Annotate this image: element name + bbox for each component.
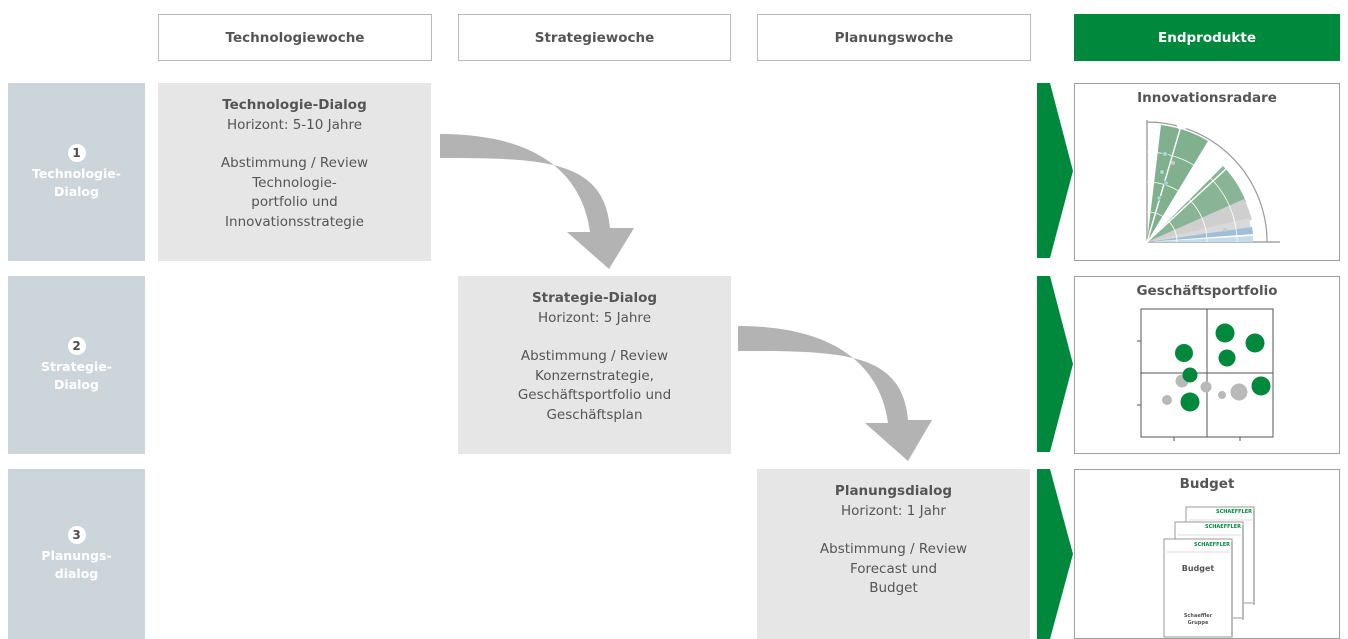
green-chevron-1	[1037, 83, 1073, 258]
header-planungswoche: Planungswoche	[757, 14, 1031, 61]
doc-title: Budget	[1181, 564, 1215, 573]
product-geschaeftsportfolio: Geschäftsportfolio	[1074, 276, 1340, 454]
row-label-line: Planungs-	[41, 547, 112, 563]
header-strategiewoche: Strategiewoche	[458, 14, 731, 61]
dialog-line: Geschäftsplan	[546, 406, 643, 423]
strategie-dialog-box: Strategie-Dialog Horizont: 5 Jahre Absti…	[458, 276, 731, 454]
row-number-badge: 3	[67, 525, 86, 544]
curved-arrow-strategy-to-planning	[738, 326, 932, 461]
doc-footer-line: Schaeffler	[1183, 613, 1213, 619]
product-title: Geschäftsportfolio	[1136, 283, 1278, 299]
row-label-line: Dialog	[54, 183, 99, 199]
product-title: Innovationsradare	[1137, 90, 1277, 106]
technologie-dialog-box: Technologie-Dialog Horizont: 5-10 Jahre …	[158, 83, 431, 261]
dialog-line: Budget	[869, 580, 918, 596]
green-chevron-2	[1037, 276, 1073, 452]
doc-brand-back: SCHAEFFLER	[1215, 509, 1252, 515]
radar-chart-icon	[1146, 120, 1280, 243]
portfolio-matrix-icon	[1137, 308, 1274, 441]
dialog-line: Forecast und	[849, 560, 938, 577]
header-endprodukte: Endprodukte	[1074, 14, 1340, 61]
dialog-line: Abstimmung / Review	[520, 348, 669, 364]
green-chevron-3	[1037, 469, 1073, 639]
dialog-line: Technologie-	[252, 174, 337, 191]
row-label-line: Dialog	[54, 376, 99, 392]
row-label-line: Technologie-	[32, 165, 121, 181]
dialog-horizon: Horizont: 1 Jahr	[841, 502, 946, 519]
planungsdialog-box: Planungsdialog Horizont: 1 Jahr Abstimmu…	[757, 469, 1030, 639]
row-number-badge: 1	[67, 143, 86, 162]
budget-documents-icon	[1163, 506, 1255, 638]
product-title: Budget	[1179, 476, 1235, 492]
dialog-line: Abstimmung / Review	[819, 541, 968, 557]
dialog-title: Technologie-Dialog	[222, 97, 367, 113]
doc-brand-middle: SCHAEFFLER	[1204, 524, 1241, 530]
header-technologiewoche: Technologiewoche	[158, 14, 432, 61]
dialog-line: Konzernstrategie,	[535, 367, 654, 384]
doc-footer-line: Gruppe	[1187, 620, 1209, 626]
row-label-line: dialog	[54, 565, 99, 581]
product-innovationsradare: Innovationsradare	[1074, 83, 1340, 261]
dialog-line: Geschäftsportfolio und	[517, 387, 672, 403]
row-label-strategie-dialog: 2 Strategie- Dialog	[8, 276, 145, 454]
dialog-line: portfolio und	[251, 194, 338, 210]
dialog-title: Strategie-Dialog	[531, 290, 658, 306]
doc-footer: Schaeffler Gruppe	[1164, 613, 1232, 627]
row-label-technologie-dialog: 1 Technologie- Dialog	[8, 83, 145, 261]
dialog-horizon: Horizont: 5-10 Jahre	[226, 116, 363, 133]
row-label-line: Strategie-	[41, 358, 112, 374]
product-budget: Budget SCHAEFFLER SCHAEFFLER SCHAEFFLER …	[1074, 469, 1340, 639]
dialog-line: Abstimmung / Review	[220, 155, 369, 171]
row-number-badge: 2	[67, 336, 86, 355]
curved-arrow-tech-to-strategy	[440, 134, 634, 269]
dialog-line: Innovationsstrategie	[225, 213, 364, 230]
dialog-horizon: Horizont: 5 Jahre	[538, 309, 651, 326]
dialog-title: Planungsdialog	[834, 483, 953, 499]
doc-brand-front: SCHAEFFLER	[1193, 542, 1230, 548]
row-label-planungsdialog: 3 Planungs- dialog	[8, 469, 145, 639]
